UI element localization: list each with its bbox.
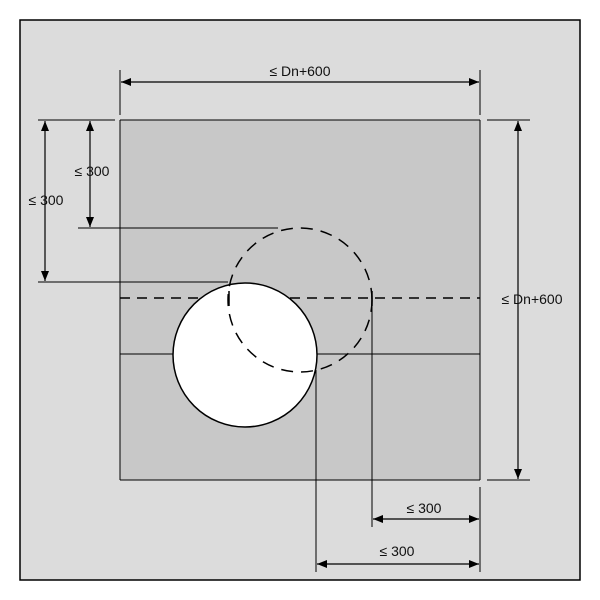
- label-right-height: ≤ Dn+600: [501, 291, 562, 307]
- label-left-inner: ≤ 300: [75, 163, 110, 179]
- opening-circle: [172, 282, 318, 428]
- label-bottom-outer: ≤ 300: [380, 543, 415, 559]
- label-bottom-inner: ≤ 300: [407, 500, 442, 516]
- label-left-outer: ≤ 300: [29, 192, 64, 208]
- label-top-width: ≤ Dn+600: [269, 63, 330, 79]
- slab: [120, 120, 480, 480]
